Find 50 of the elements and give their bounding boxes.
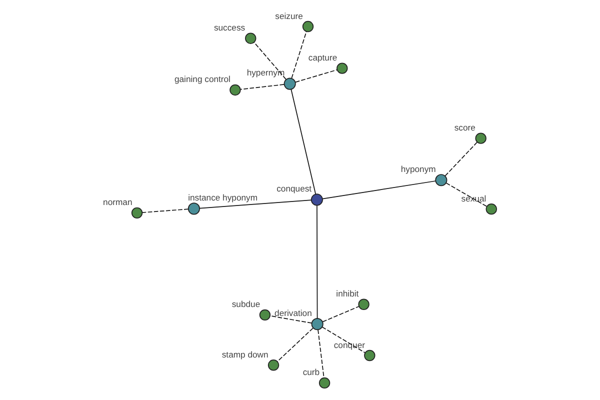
connector bbox=[444, 142, 478, 176]
node-label: inhibit bbox=[336, 288, 359, 299]
connector bbox=[199, 200, 312, 209]
node-circle bbox=[245, 32, 256, 44]
node-circle bbox=[358, 298, 370, 310]
node-label: hypernym bbox=[246, 68, 285, 78]
node-label: conquest bbox=[276, 184, 312, 194]
connector bbox=[291, 31, 307, 79]
node-label: stamp down bbox=[222, 349, 268, 360]
connector bbox=[276, 328, 314, 362]
node-circle bbox=[475, 132, 486, 144]
node-circle bbox=[364, 350, 376, 362]
node-circle bbox=[311, 318, 324, 330]
node-circle bbox=[310, 194, 323, 206]
node-label: score bbox=[454, 122, 476, 133]
connector bbox=[316, 204, 318, 319]
node-circle bbox=[268, 360, 280, 371]
node-label: hyponym bbox=[400, 164, 436, 174]
node-label: subdue bbox=[232, 299, 260, 310]
node-circle bbox=[284, 78, 296, 90]
node-label: seizure bbox=[275, 10, 303, 21]
node-label: curb bbox=[302, 367, 320, 378]
node-circle bbox=[131, 207, 143, 219]
connector bbox=[322, 326, 366, 354]
node-label: norman bbox=[103, 197, 132, 208]
node-circle bbox=[302, 20, 314, 32]
connector bbox=[254, 42, 286, 80]
node-label: derivation bbox=[274, 308, 312, 318]
connector bbox=[270, 315, 312, 324]
node-circle bbox=[336, 62, 348, 74]
node-label: conquer bbox=[334, 340, 365, 350]
node-label: success bbox=[214, 22, 246, 33]
node-circle bbox=[318, 377, 330, 389]
connector bbox=[322, 180, 436, 200]
node-circle bbox=[230, 84, 241, 96]
connector bbox=[142, 208, 189, 213]
connector bbox=[240, 84, 284, 90]
node-label: instance hyponym bbox=[188, 192, 258, 203]
node-label: capture bbox=[308, 52, 338, 63]
connector bbox=[318, 329, 324, 378]
connector bbox=[322, 306, 360, 322]
node-label: gaining control bbox=[174, 74, 230, 84]
node-label: sexual bbox=[461, 193, 486, 204]
node-circle bbox=[435, 174, 448, 186]
connector bbox=[295, 69, 338, 83]
node-circle bbox=[486, 203, 497, 215]
connector bbox=[446, 182, 488, 207]
connector bbox=[290, 88, 316, 195]
node-circle bbox=[259, 309, 271, 321]
node-circle bbox=[188, 202, 200, 215]
